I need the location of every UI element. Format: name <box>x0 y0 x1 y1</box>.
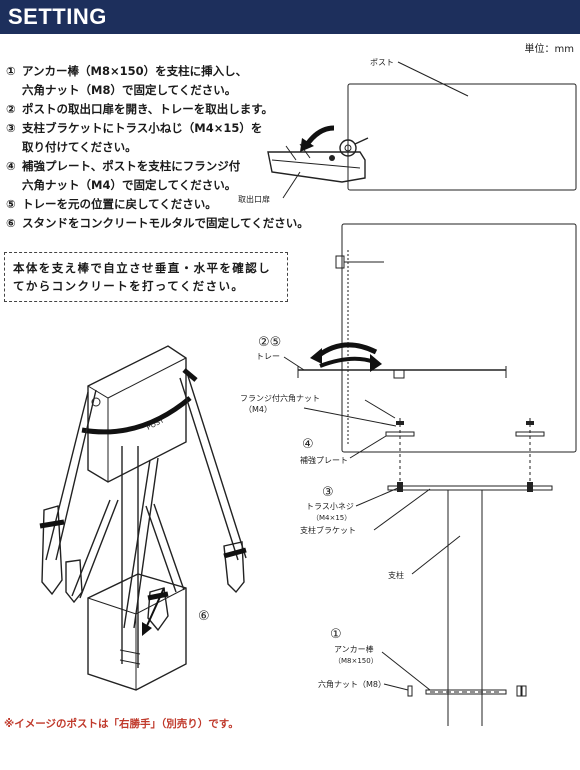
flange-nut-size: （M4） <box>244 405 272 414</box>
tray-arrow-in <box>319 356 375 368</box>
tray-label: トレー <box>256 352 280 361</box>
bracket-assembly: ③ トラス小ネジ （M4×15） 支柱ブラケット <box>300 482 553 535</box>
stake-front <box>123 457 159 629</box>
reinforce-plate-right <box>515 431 545 437</box>
post-body-side <box>341 223 577 453</box>
tray-arrow-out <box>316 342 378 359</box>
concrete-step-num: ⑥ <box>198 609 210 624</box>
anchor-rod <box>425 689 507 695</box>
header-bar: SETTING <box>0 0 580 34</box>
truss-screw-size: （M4×15） <box>312 514 351 522</box>
reinforcement-assembly: フランジ付六角ナット （M4） ④ 補強プレート <box>240 393 545 486</box>
support-strap <box>81 396 192 435</box>
concrete-block <box>87 573 187 691</box>
outlet-door-label: 取出口扉 <box>238 194 270 204</box>
pillar-label: 支柱 <box>388 570 404 580</box>
tray-step-nums: ②⑤ <box>258 335 281 350</box>
page-title: SETTING <box>8 4 107 29</box>
door-hinge <box>339 139 357 157</box>
truss-step-num: ③ <box>322 485 334 500</box>
reinforce-plate-label: 補強プレート <box>300 455 348 465</box>
stake-right <box>179 375 247 561</box>
stake-foot-right <box>223 541 245 594</box>
reinforce-step-num: ④ <box>302 437 314 452</box>
bracket-label: 支柱ブラケット <box>300 525 356 535</box>
reinforce-plate-left <box>385 431 415 437</box>
stake-left <box>45 389 97 561</box>
post-side-view: ②⑤ トレー <box>256 223 577 453</box>
post-outlet-illustration: ポスト 取出口扉 <box>238 58 577 204</box>
anchor-rod-size: （M8×150） <box>334 657 378 665</box>
hex-nut-left <box>407 685 413 697</box>
truss-screw-label: トラス小ネジ <box>306 502 354 511</box>
outlet-door-leader <box>282 171 301 199</box>
anchor-rod-label: アンカー棒 <box>334 644 374 654</box>
post-label: ポスト <box>370 58 394 67</box>
hex-nut-label: 六角ナット（M8） <box>318 679 386 689</box>
post-box <box>87 345 187 483</box>
pillar-assembly: 支柱 ① アンカー棒 （M8×150） 六角ナット（M8） <box>318 490 527 726</box>
pillar-bracket <box>387 485 553 491</box>
hex-nut-right <box>516 685 522 697</box>
unit-label: 単位：mm <box>524 44 574 55</box>
notice-box: 本体を支え棒で自立させ垂直・水平を確認し てからコンクリートを打ってください。 <box>4 252 288 302</box>
outlet-door <box>267 151 366 183</box>
post-leader <box>397 61 469 97</box>
anchor-step-num: ① <box>330 627 342 642</box>
footnote: ※イメージのポストは「右勝手」（別売り）です。 <box>4 718 239 730</box>
stake-foot-left <box>41 505 63 596</box>
flange-nut-label: フランジ付六角ナット <box>240 393 320 403</box>
rotate-arrow <box>303 125 335 148</box>
post-body-top <box>347 83 577 191</box>
stake-foot-front <box>147 587 169 632</box>
installed-post-illustration: POST ⑥ <box>39 345 247 691</box>
